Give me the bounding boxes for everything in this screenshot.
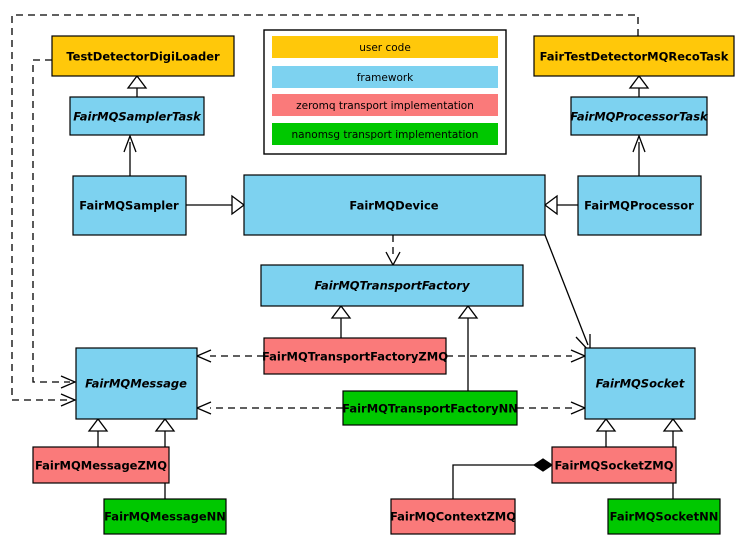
- legend-label-nanomsg: nanomsg transport implementation: [292, 129, 479, 141]
- arrowhead-tfnn-to-socket: [570, 401, 587, 415]
- edge-recotask-to-message: [11, 14, 639, 401]
- arrowhead-socketzmq-to-socket: [595, 417, 617, 432]
- arrowhead-digiloader-to-message: [60, 375, 77, 389]
- node-rect-fairmqsocketnn[interactable]: [607, 498, 721, 535]
- node-fairmqmessagezmq[interactable]: FairMQMessageZMQ: [32, 446, 170, 484]
- node-fairmqmessage[interactable]: FairMQMessage: [75, 347, 198, 420]
- arrowhead-tfzmq-to-transportfactory: [330, 304, 352, 319]
- node-label-fairmqprocessor: FairMQProcessor: [584, 199, 694, 213]
- node-label-fairmqsocketzmq: FairMQSocketZMQ: [555, 459, 674, 473]
- arrowhead-tfnn-to-message: [195, 401, 212, 415]
- node-label-fairmqprocessortask: FairMQProcessorTask: [570, 110, 709, 124]
- arrowhead-sampler-to-device: [231, 194, 246, 216]
- node-fairmqtransportfactorynn[interactable]: FairMQTransportFactoryNN: [342, 390, 518, 426]
- node-layer: TestDetectorDigiLoader FairTestDetectorM…: [32, 35, 735, 535]
- node-rect-testdetectordigiloader[interactable]: [51, 35, 235, 77]
- node-fairmqsocketnn[interactable]: FairMQSocketNN: [607, 498, 721, 535]
- arrowhead-recotask-to-message: [60, 393, 77, 407]
- node-label-testdetectordigiloader: TestDetectorDigiLoader: [66, 50, 220, 64]
- edge-device-to-socket: [544, 234, 589, 346]
- legend-swatch-nanomsg: [272, 123, 498, 145]
- node-label-fairmqtransportfactorynn: FairMQTransportFactoryNN: [342, 402, 518, 416]
- node-label-fairmqtransportfactoryzmq: FairMQTransportFactoryZMQ: [262, 350, 448, 364]
- node-rect-fairmqsamplertask[interactable]: [69, 96, 205, 136]
- node-fairmqsocket[interactable]: FairMQSocket: [584, 347, 696, 420]
- node-label-fairmqsampler: FairMQSampler: [79, 199, 179, 213]
- arrowhead-messagezmq-to-message: [87, 417, 109, 432]
- arrowhead-tfzmq-to-socket: [570, 349, 587, 363]
- node-fairmqtransportfactoryzmq[interactable]: FairMQTransportFactoryZMQ: [262, 337, 448, 375]
- node-label-fairmqmessagenn: FairMQMessageNN: [104, 510, 226, 524]
- node-fairmqsampler[interactable]: FairMQSampler: [72, 175, 187, 236]
- legend-swatch-zeromq: [272, 94, 498, 116]
- diamond-contextzmq-to-socketzmq: [532, 458, 554, 472]
- edge-contextzmq-to-socketzmq: [452, 464, 534, 499]
- node-rect-fairmqmessage[interactable]: [75, 347, 198, 420]
- arrowhead-tfzmq-to-message: [195, 349, 212, 363]
- legend-swatch-framework: [272, 66, 498, 88]
- arrowhead-socketnn-to-socket: [662, 417, 684, 432]
- node-label-fairmqmessagezmq: FairMQMessageZMQ: [35, 459, 167, 473]
- node-fairmqcontextzmq[interactable]: FairMQContextZMQ: [390, 498, 516, 535]
- node-rect-fairmqsampler[interactable]: [72, 175, 187, 236]
- arrowhead-processor-to-processortask: [632, 134, 646, 153]
- legend: user code framework zeromq transport imp…: [263, 29, 507, 155]
- legend-label-user-code: user code: [359, 42, 411, 54]
- node-label-fairtestdetectormqrecotask: FairTestDetectorMQRecoTask: [540, 50, 729, 64]
- legend-label-framework: framework: [357, 72, 414, 84]
- node-label-fairmqmessage: FairMQMessage: [85, 377, 187, 391]
- arrowhead-messagenn-to-message: [154, 417, 176, 432]
- node-rect-fairmqsocket[interactable]: [584, 347, 696, 420]
- node-rect-fairmqtransportfactoryzmq[interactable]: [263, 337, 447, 375]
- node-rect-fairtestdetectormqrecotask[interactable]: [533, 35, 735, 77]
- edge-digiloader-to-message: [32, 59, 70, 383]
- node-fairmqsamplertask[interactable]: FairMQSamplerTask: [69, 96, 205, 136]
- node-label-fairmqsamplertask: FairMQSamplerTask: [73, 110, 202, 124]
- node-fairmqsocketzmq[interactable]: FairMQSocketZMQ: [551, 446, 677, 484]
- node-label-fairmqtransportfactory: FairMQTransportFactory: [314, 279, 470, 293]
- arrowhead-processor-to-device: [543, 194, 558, 216]
- node-fairmqtransportfactory[interactable]: FairMQTransportFactory: [260, 264, 524, 307]
- node-rect-fairmqsocketzmq[interactable]: [551, 446, 677, 484]
- node-fairtestdetectormqrecotask[interactable]: FairTestDetectorMQRecoTask: [533, 35, 735, 77]
- node-rect-fairmqprocessortask[interactable]: [570, 96, 708, 136]
- node-fairmqprocessor[interactable]: FairMQProcessor: [577, 175, 702, 236]
- legend-swatch-user-code: [272, 36, 498, 58]
- node-rect-fairmqmessagenn[interactable]: [103, 498, 227, 535]
- node-rect-fairmqprocessor[interactable]: [577, 175, 702, 236]
- arrowhead-sampler-to-samplertask: [123, 134, 137, 153]
- node-fairmqmessagenn[interactable]: FairMQMessageNN: [103, 498, 227, 535]
- legend-label-zeromq: zeromq transport implementation: [296, 100, 474, 112]
- node-rect-fairmqmessagezmq[interactable]: [32, 446, 170, 484]
- node-rect-fairmqdevice[interactable]: [243, 174, 546, 236]
- node-rect-fairmqtransportfactorynn[interactable]: [342, 390, 518, 426]
- node-label-fairmqdevice: FairMQDevice: [349, 199, 438, 213]
- arrowhead-tfnn-to-transportfactory: [457, 304, 479, 319]
- node-label-fairmqsocketnn: FairMQSocketNN: [610, 510, 719, 524]
- node-label-fairmqcontextzmq: FairMQContextZMQ: [390, 510, 516, 524]
- node-fairmqprocessortask[interactable]: FairMQProcessorTask: [570, 96, 709, 136]
- node-label-fairmqsocket: FairMQSocket: [596, 377, 685, 391]
- node-testdetectordigiloader[interactable]: TestDetectorDigiLoader: [51, 35, 235, 77]
- node-rect-fairmqcontextzmq[interactable]: [390, 498, 516, 535]
- node-rect-fairmqtransportfactory[interactable]: [260, 264, 524, 307]
- node-fairmqdevice[interactable]: FairMQDevice: [243, 174, 546, 236]
- arrowhead-recotask-to-processortask: [628, 74, 650, 89]
- arrowhead-digiloader-to-samplertask: [126, 74, 148, 89]
- edge-layer: [11, 14, 684, 499]
